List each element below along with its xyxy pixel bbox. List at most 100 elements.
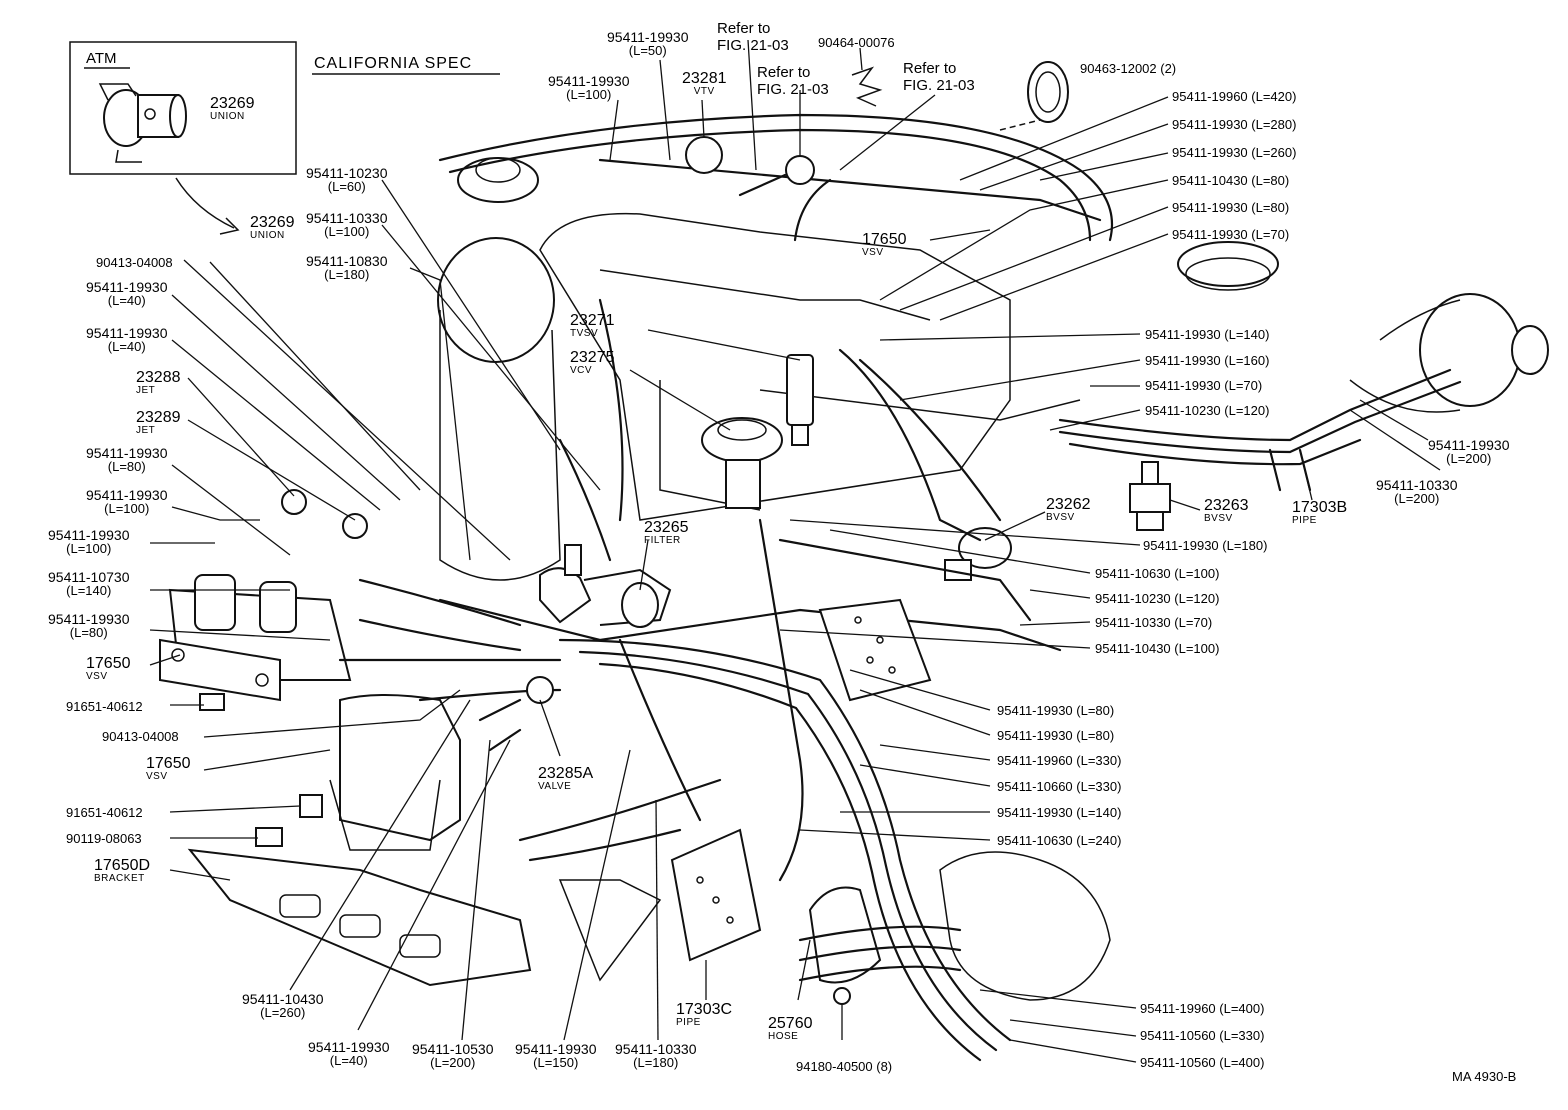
leader-lines — [149, 39, 1441, 1063]
label-hose-19930-80-m2: 95411-19930 (L=80) — [997, 728, 1115, 743]
tvsv-part — [786, 354, 814, 446]
label-hose-19930-80-m1: 95411-19930 (L=80) — [997, 703, 1115, 718]
label-bolt-90119: 90119-08063 — [66, 831, 142, 846]
label-hose-10330-70: 95411-10330 (L=70) — [1095, 615, 1213, 630]
inset-union-part — [98, 83, 187, 163]
label-hose-19930-70-r: 95411-19930 (L=70) — [1172, 227, 1290, 242]
pipe-bracket-center — [818, 598, 932, 702]
label-hose-10230-120-r2: 95411-10230 (L=120) — [1095, 591, 1220, 606]
label-hose-19930-180-r: 95411-19930 (L=180) — [1143, 538, 1268, 553]
label-clip-90413-bot: 90413-04008 — [102, 729, 179, 744]
vtv-part — [685, 136, 723, 174]
bracket-part — [187, 848, 532, 987]
label-hose-19930-40-b: 95411-19930(L=40) — [308, 1039, 390, 1068]
label-hose-10430-80: 95411-10430 (L=80) — [1172, 173, 1290, 188]
label-hose-19930-200: 95411-19930(L=200) — [1428, 437, 1510, 466]
bolt-90119-part — [255, 827, 283, 847]
label-clamp-90463: 90463-12002 (2) — [1080, 61, 1177, 76]
label-hose-19960-330: 95411-19960 (L=330) — [997, 753, 1122, 768]
label-hose-19930-160-r: 95411-19930 (L=160) — [1145, 353, 1270, 368]
label-hose-19930-50: 95411-19930(L=50) — [607, 29, 689, 58]
label-hose-10230-120-r: 95411-10230 (L=120) — [1145, 403, 1270, 418]
clamp-part — [1027, 61, 1069, 123]
label-hose-19960-420: 95411-19960 (L=420) — [1172, 89, 1297, 104]
label-hose-10630-100: 95411-10630 (L=100) — [1095, 566, 1220, 581]
valve-23285a-part — [526, 676, 554, 704]
label-hose-19930-100-l2: 95411-19930(L=100) — [48, 527, 130, 556]
label-hose-10330-180: 95411-10330(L=180) — [615, 1041, 697, 1070]
label-hose-19930-70-r2: 95411-19930 (L=70) — [1145, 378, 1263, 393]
canister — [437, 157, 561, 581]
label-hose-19930-150: 95411-19930(L=150) — [515, 1041, 597, 1070]
label-bolt-91651-a: 91651-40612 — [66, 699, 143, 714]
vcv-part — [701, 417, 783, 509]
label-hose-19930-140-r: 95411-19930 (L=140) — [1145, 327, 1270, 342]
label-hose-19930-80-r: 95411-19930 (L=80) — [1172, 200, 1290, 215]
label-hose-19930-140-m: 95411-19930 (L=140) — [997, 805, 1122, 820]
label-clip-90413-top: 90413-04008 — [96, 255, 173, 270]
label-hose-10430-100: 95411-10430 (L=100) — [1095, 641, 1220, 656]
vsv-cluster — [159, 574, 352, 702]
label-hose-19930-100-l1: 95411-19930(L=100) — [86, 487, 168, 516]
label-clip-90464: 90464-00076 — [818, 35, 895, 50]
jet-23289-part — [342, 513, 368, 539]
brake-booster — [1349, 293, 1549, 413]
vsv-lower-part — [299, 694, 461, 851]
label-clip-94180: 94180-40500 (8) — [796, 1059, 893, 1074]
spec-title: CALIFORNIA SPEC — [314, 55, 473, 72]
label-hose-10430-260: 95411-10430(L=260) — [242, 991, 324, 1020]
label-hose-10630-240: 95411-10630 (L=240) — [997, 833, 1122, 848]
label-hose-19930-40b: 95411-19930(L=40) — [86, 325, 168, 354]
label-hose-19960-400: 95411-19960 (L=400) — [1140, 1001, 1265, 1016]
filter-part — [621, 582, 659, 628]
label-hose-19930-260: 95411-19930 (L=260) — [1172, 145, 1297, 160]
figure-code: MA 4930-B — [1452, 1069, 1517, 1084]
atm-inset-title: ATM — [86, 50, 117, 67]
label-hose-10530-200: 95411-10530(L=200) — [412, 1041, 494, 1070]
bvsv-23263-part — [1129, 461, 1171, 531]
label-hose-10560-400: 95411-10560 (L=400) — [1140, 1055, 1265, 1070]
label-hose-19930-40a: 95411-19930(L=40) — [86, 279, 168, 308]
distributor-part — [939, 851, 1111, 1001]
jet-23288-part — [281, 489, 307, 515]
central-union — [539, 544, 672, 628]
label-hose-19930-80-l2: 95411-19930(L=80) — [48, 611, 130, 640]
label-hose-10830-180: 95411-10830(L=180) — [306, 253, 388, 282]
label-hose-10230-60: 95411-10230(L=60) — [306, 165, 388, 194]
bolt-part — [199, 693, 225, 711]
label-bolt-91651-b: 91651-40612 — [66, 805, 143, 820]
label-hose-10660-330: 95411-10660 (L=330) — [997, 779, 1122, 794]
hose-25760-part — [798, 886, 962, 984]
label-hose-10560-330: 95411-10560 (L=330) — [1140, 1028, 1265, 1043]
label-hose-19930-280: 95411-19930 (L=280) — [1172, 117, 1297, 132]
atm-inset-box — [69, 41, 297, 175]
label-hose-19930-80-l: 95411-19930(L=80) — [86, 445, 168, 474]
clip-94180-part — [833, 987, 851, 1005]
label-hose-10330-200: 95411-10330(L=200) — [1376, 477, 1458, 506]
label-hose-10330-100: 95411-10330(L=100) — [306, 210, 388, 239]
pipe-17303c-part — [670, 828, 762, 962]
